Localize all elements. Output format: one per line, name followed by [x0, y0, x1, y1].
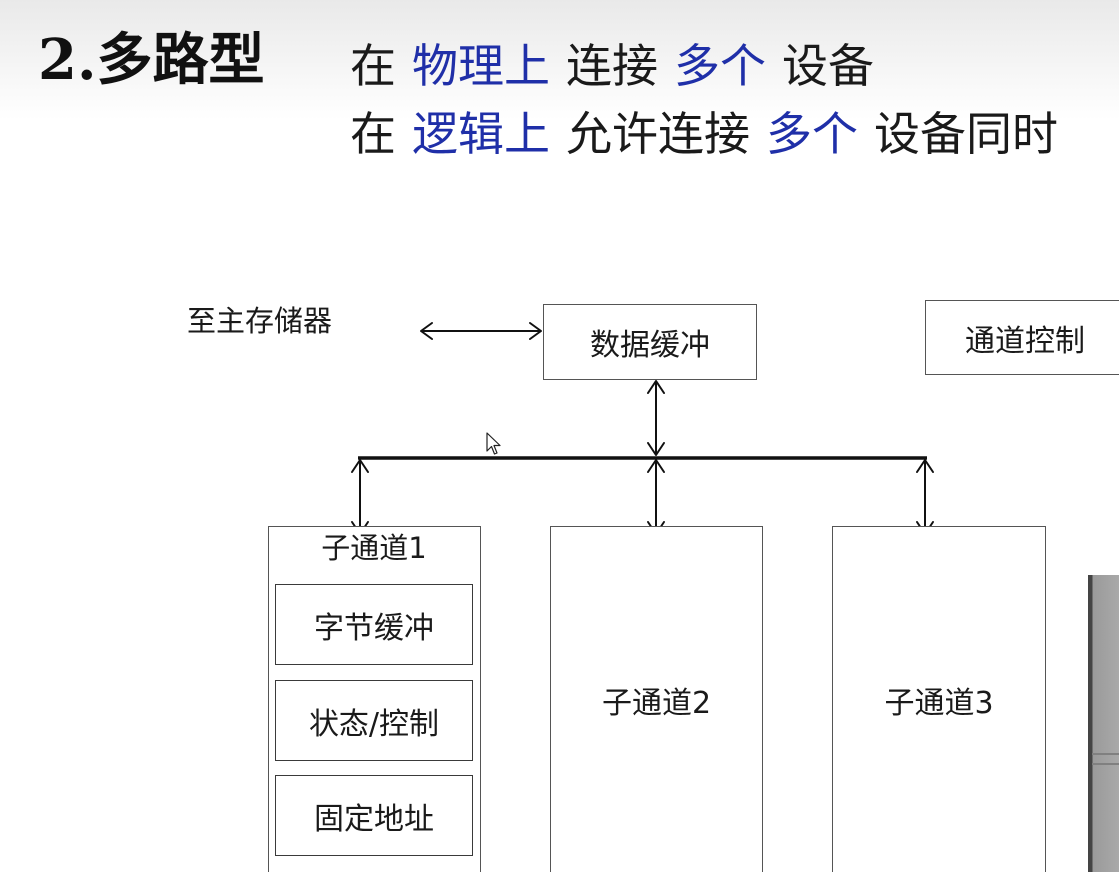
subchannel-2-label: 子通道2	[601, 685, 712, 721]
bus-to-subchannel-3-arrow	[916, 459, 934, 535]
heading-line-1-highlight-2: 多个	[674, 39, 766, 93]
subchannel-3-label: 子通道3	[884, 685, 994, 721]
bus-to-subchannel-1-arrow	[351, 459, 369, 535]
heading-line-2: 在逻辑上允许连接多个设备同时	[350, 102, 1058, 166]
subchannel-2-box: 子通道2	[550, 526, 763, 872]
video-overlay-edge	[1088, 575, 1119, 872]
heading-line-1-text-1: 在	[350, 39, 396, 93]
buffer-to-bus-arrow	[647, 380, 665, 456]
fixed-address-label: 固定地址	[314, 801, 434, 837]
heading-line-1-text-2: 连接	[566, 39, 658, 93]
heading-number: 2.	[38, 27, 97, 93]
heading-line-1-highlight-1: 物理上	[412, 39, 550, 93]
byte-buffer-label: 字节缓冲	[314, 610, 434, 646]
data-buffer-box: 数据缓冲	[543, 304, 757, 380]
heading-line-1: 在物理上连接多个设备	[350, 34, 874, 98]
status-control-label: 状态/控制	[308, 706, 440, 742]
heading-line-2-highlight-2: 多个	[766, 107, 858, 161]
heading-line-2-highlight-1: 逻辑上	[412, 107, 550, 161]
fixed-address-box: 固定地址	[275, 775, 473, 856]
data-buffer-label: 数据缓冲	[590, 328, 710, 363]
subchannel-1-title: 子通道1	[321, 531, 427, 565]
heading-background	[0, 0, 1119, 120]
heading-line-2-text-1: 在	[350, 107, 396, 161]
heading-line-2-text-2: 允许连接	[566, 107, 750, 161]
channel-control-box: 通道控制	[925, 300, 1119, 375]
mouse-cursor-icon	[486, 432, 501, 455]
heading-line-1-text-3: 设备	[782, 39, 874, 93]
channel-control-label: 通道控制	[965, 323, 1085, 359]
byte-buffer-box: 字节缓冲	[275, 584, 473, 665]
status-control-box: 状态/控制	[275, 680, 473, 761]
memory-label: 至主存储器	[187, 304, 333, 338]
heading-line-2-text-3: 设备同时	[874, 107, 1058, 161]
heading-title: 2.多路型	[38, 22, 264, 98]
memory-to-buffer-arrow	[420, 322, 542, 340]
bus-to-subchannel-2-arrow	[647, 459, 665, 535]
subchannel-3-box: 子通道3	[832, 526, 1046, 872]
heading-title-text: 多路型	[96, 27, 265, 93]
